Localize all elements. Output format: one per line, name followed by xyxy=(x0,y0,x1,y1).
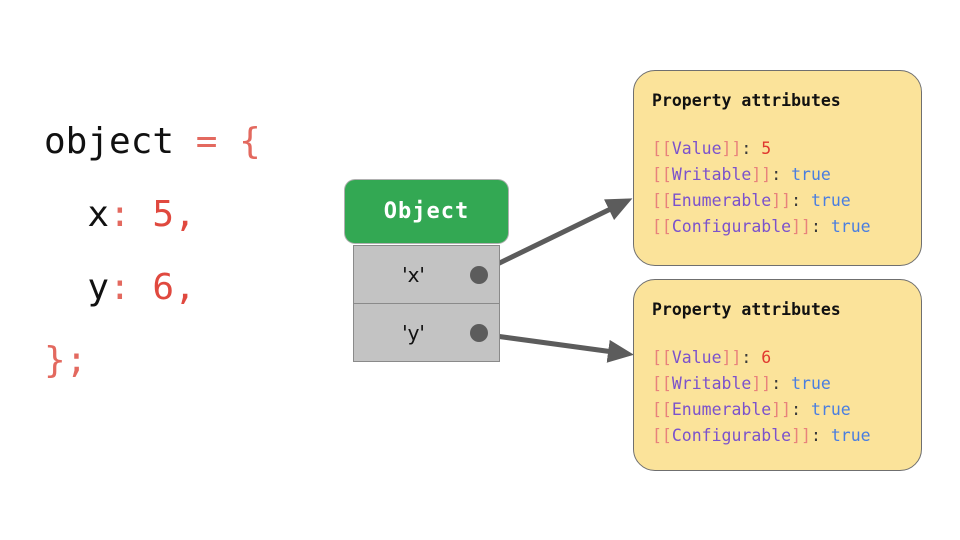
attribute-bracket-close: ]] xyxy=(791,217,811,236)
connector-dot-icon xyxy=(470,265,488,284)
attribute-key: Configurable xyxy=(671,217,792,236)
attribute-value: true xyxy=(830,217,871,236)
attribute-colon: : xyxy=(791,400,811,419)
attribute-colon: : xyxy=(810,426,831,445)
attribute-bracket-close: ]] xyxy=(791,426,811,445)
card-title: Property attributes xyxy=(652,91,841,110)
attribute-row: [[Value]]: 5 xyxy=(652,136,921,162)
attribute-bracket-open: [[ xyxy=(652,139,672,158)
attribute-key: Writable xyxy=(671,165,752,184)
code-line: }; xyxy=(44,343,261,416)
attribute-bracket-close: ]] xyxy=(751,165,772,184)
arrow-y-to-attributes xyxy=(480,331,634,363)
card-title: Property attributes xyxy=(652,300,841,319)
code-line: y: 6, xyxy=(44,270,261,343)
object-box-header: Object xyxy=(345,180,508,243)
attribute-colon: : xyxy=(771,374,792,393)
attribute-bracket-close: ]] xyxy=(721,139,742,158)
attribute-bracket-open: [[ xyxy=(652,348,672,367)
attribute-value: true xyxy=(791,165,831,184)
code-token: }; xyxy=(44,340,88,381)
object-slot[interactable]: 'x' xyxy=(354,246,499,303)
code-token: object xyxy=(44,121,196,162)
attribute-bracket-close: ]] xyxy=(721,348,742,367)
attribute-key: Value xyxy=(671,348,722,367)
attribute-bracket-open: [[ xyxy=(652,165,672,184)
card-attribute-rows: [[Value]]: 6[[Writable]]: true[[Enumerab… xyxy=(652,345,921,449)
code-token: = { xyxy=(195,121,261,162)
code-token: : xyxy=(109,194,131,235)
property-attributes-card-x: Property attributes [[Value]]: 5[[Writab… xyxy=(633,70,922,266)
attribute-key: Enumerable xyxy=(671,400,772,419)
object-slot-key-label: 'x' xyxy=(402,262,425,287)
attribute-row: [[Enumerable]]: true xyxy=(652,188,921,214)
attribute-bracket-open: [[ xyxy=(652,426,672,445)
code-token: : xyxy=(109,267,131,308)
attribute-bracket-close: ]] xyxy=(751,374,772,393)
attribute-colon: : xyxy=(741,348,762,367)
code-token: x xyxy=(44,194,110,235)
attribute-value: true xyxy=(810,191,851,210)
attribute-key: Configurable xyxy=(671,426,792,445)
attribute-bracket-open: [[ xyxy=(652,191,672,210)
attribute-value: 6 xyxy=(761,348,772,367)
attribute-row: [[Enumerable]]: true xyxy=(652,397,921,423)
attribute-bracket-open: [[ xyxy=(652,400,672,419)
object-slot-key-label: 'y' xyxy=(402,320,425,345)
property-attributes-card-y: Property attributes [[Value]]: 6[[Writab… xyxy=(633,279,922,471)
attribute-value: true xyxy=(791,374,831,393)
attribute-row: [[Configurable]]: true xyxy=(652,214,921,240)
attribute-value: 5 xyxy=(761,139,772,158)
connector-dot-icon xyxy=(470,323,488,342)
attribute-colon: : xyxy=(791,191,811,210)
object-box-slots: 'x' 'y' xyxy=(353,245,500,362)
code-line: object = { xyxy=(44,124,261,197)
code-token: y xyxy=(44,267,110,308)
attribute-value: true xyxy=(830,426,871,445)
attribute-colon: : xyxy=(771,165,792,184)
attribute-row: [[Writable]]: true xyxy=(652,371,921,397)
attribute-key: Value xyxy=(671,139,722,158)
attribute-row: [[Configurable]]: true xyxy=(652,423,921,449)
object-slot[interactable]: 'y' xyxy=(354,303,499,361)
attribute-key: Enumerable xyxy=(671,191,772,210)
card-attribute-rows: [[Value]]: 5[[Writable]]: true[[Enumerab… xyxy=(652,136,921,240)
code-line: x: 5, xyxy=(44,197,261,270)
attribute-bracket-open: [[ xyxy=(652,217,672,236)
object-box-header-label: Object xyxy=(383,199,470,224)
attribute-value: true xyxy=(810,400,851,419)
code-token: 6, xyxy=(130,267,196,308)
attribute-bracket-close: ]] xyxy=(771,400,792,419)
attribute-row: [[Value]]: 6 xyxy=(652,345,921,371)
attribute-bracket-close: ]] xyxy=(771,191,792,210)
code-snippet: object = { x: 5, y: 6,}; xyxy=(44,124,261,416)
attribute-colon: : xyxy=(810,217,831,236)
attribute-bracket-open: [[ xyxy=(652,374,672,393)
attribute-key: Writable xyxy=(671,374,752,393)
attribute-colon: : xyxy=(741,139,762,158)
attribute-row: [[Writable]]: true xyxy=(652,162,921,188)
code-token: 5, xyxy=(130,194,196,235)
